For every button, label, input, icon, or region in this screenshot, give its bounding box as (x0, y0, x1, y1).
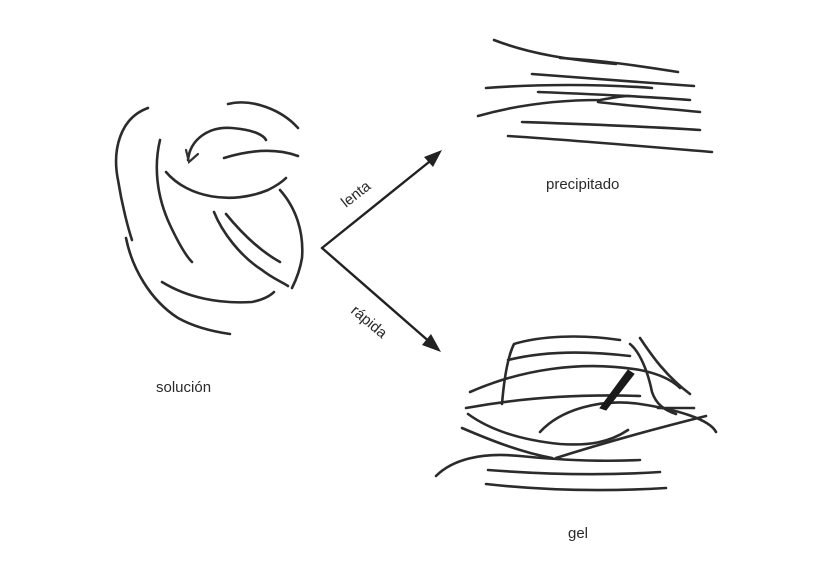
precipitate-chain (478, 96, 630, 116)
precipitate-chain (560, 58, 678, 72)
gel-chain (640, 338, 690, 394)
solution-chain (188, 128, 266, 160)
solution-chain (157, 140, 192, 262)
gel-chain (502, 337, 620, 404)
precipitate-chains (478, 40, 712, 152)
precipitate-chain (598, 102, 700, 112)
solution-chain (116, 108, 148, 240)
solution-chain (228, 102, 298, 128)
solution-label: solución (156, 379, 211, 396)
solution-curl-arrow (186, 150, 198, 162)
precipitate-chain (486, 85, 652, 88)
solution-chain (280, 190, 302, 288)
gel-label: gel (568, 525, 588, 542)
solution-chain (226, 214, 280, 262)
slow-label: lenta (338, 177, 375, 211)
precipitate-label: precipitado (546, 176, 619, 193)
fast-label: rápida (347, 302, 390, 342)
solution-chain (166, 172, 286, 198)
solution-chains (116, 102, 302, 334)
solution-chain (126, 238, 230, 334)
solution-chain (224, 151, 298, 158)
precipitate-chain (522, 122, 700, 130)
gel-chain (556, 416, 706, 458)
gel-network (436, 337, 716, 491)
gel-chain (488, 470, 660, 474)
gel-chain (486, 484, 666, 490)
solution-chain (162, 282, 274, 302)
slow-arrow-line (322, 158, 434, 248)
gel-chain (508, 353, 630, 360)
solution-chain (214, 212, 288, 286)
precipitate-chain (508, 136, 712, 152)
